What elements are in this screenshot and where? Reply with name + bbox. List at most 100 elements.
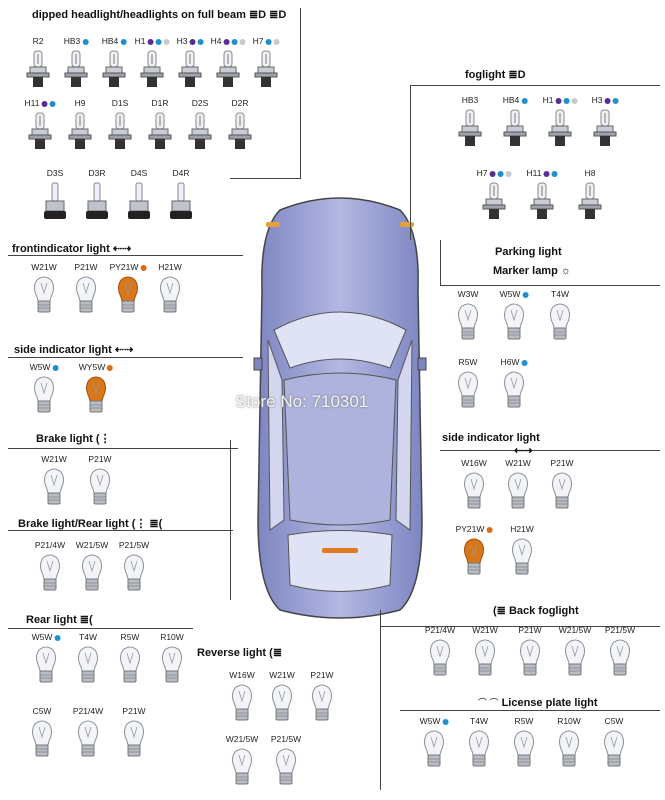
bulb-icon — [549, 471, 575, 511]
bulb-label: T4W — [470, 716, 488, 726]
bulb-icon — [31, 275, 57, 315]
color-dot-icon — [49, 100, 56, 107]
marker-icon: ☼ — [560, 265, 571, 277]
back-fog-icon: (≣ — [493, 605, 506, 617]
bulb-icon — [225, 111, 255, 151]
bulb-label: W21W — [269, 670, 295, 680]
divider — [380, 626, 660, 627]
bulb-label: R5W — [120, 632, 140, 642]
bulb-icon — [511, 729, 537, 769]
color-dot-icon — [521, 359, 528, 366]
bulb-label: P21W — [550, 458, 574, 468]
color-dot-icon — [612, 97, 619, 104]
bulb-label: T4W — [79, 632, 97, 642]
color-dot-icon — [555, 97, 562, 104]
color-dot-icon — [265, 38, 272, 45]
bulb-label: H9 — [74, 98, 86, 108]
bulb-label: D2S — [191, 98, 209, 108]
bulb-icon — [25, 111, 55, 151]
bulb-label: W21W — [472, 625, 498, 635]
color-dot-icon — [52, 364, 59, 371]
bulb-label: PY21W — [456, 524, 493, 534]
bulb-label: H1 — [543, 95, 578, 105]
bulb-icon — [83, 375, 109, 415]
bulb-icon — [115, 275, 141, 315]
bulb-icon — [157, 275, 183, 315]
bulb-label: W5W — [30, 362, 59, 372]
bulb-label: H1 — [135, 36, 170, 46]
bulb-icon — [137, 49, 167, 89]
color-dot-icon — [223, 38, 230, 45]
bulb-label: H11 — [25, 98, 56, 108]
bulb-label: C5W — [32, 706, 52, 716]
color-dot-icon — [140, 264, 147, 271]
bulb-icon — [41, 467, 67, 507]
divider — [8, 448, 238, 449]
bulb-label: P21W — [88, 454, 112, 464]
color-dot-icon — [54, 634, 61, 641]
bulb-icon — [500, 108, 530, 148]
bulb-icon — [556, 729, 582, 769]
color-dot-icon — [551, 170, 558, 177]
bulb-icon — [31, 375, 57, 415]
bulb-label: P21W — [518, 625, 542, 635]
color-dot-icon — [497, 170, 504, 177]
bulb-label: P21W — [74, 262, 98, 272]
divider — [230, 178, 301, 179]
bulb-label: W21W — [505, 458, 531, 468]
bulb-label: R10W — [557, 716, 581, 726]
divider — [8, 628, 193, 629]
license-icon: ⌒ ⌒ — [478, 698, 499, 708]
bulb-icon — [75, 719, 101, 759]
bulb-label: P21/5W — [604, 625, 636, 635]
reverse-icon: (≣ — [269, 647, 283, 659]
bulb-icon — [29, 719, 55, 759]
section-title-marker: Marker lamp ☼ — [493, 265, 571, 277]
bulb-icon — [607, 638, 633, 678]
bulb-icon — [65, 111, 95, 151]
color-dot-icon — [197, 38, 204, 45]
bulb-icon — [23, 49, 53, 89]
bulb-icon — [166, 181, 196, 221]
color-dot-icon — [571, 97, 578, 104]
bulb-label: P21W — [310, 670, 334, 680]
bulb-icon — [269, 683, 295, 723]
bulb-label: D3R — [88, 168, 106, 178]
divider — [8, 255, 243, 256]
bulb-icon — [472, 638, 498, 678]
bulb-label: HB3 — [461, 95, 479, 105]
divider — [440, 285, 660, 286]
bulb-label: H21W — [510, 524, 534, 534]
section-title-parking: Parking light — [495, 246, 562, 258]
watermark: Store No: 710301 — [235, 392, 369, 411]
bulb-icon — [79, 553, 105, 593]
bulb-icon — [421, 729, 447, 769]
bulb-label: H7 — [477, 168, 512, 178]
bulb-icon — [87, 467, 113, 507]
bulb-label: W21W — [41, 454, 67, 464]
divider — [410, 85, 660, 86]
bulb-label: WY5W — [79, 362, 114, 372]
bulb-label: W5W — [420, 716, 449, 726]
bulb-label: D1S — [111, 98, 129, 108]
bulb-icon — [501, 302, 527, 342]
bulb-icon — [117, 645, 143, 685]
bulb-label: D1R — [151, 98, 169, 108]
indicator-icon: ⇠⇢ — [114, 344, 134, 356]
bulb-label: H11 — [527, 168, 558, 178]
bulb-label: R5W — [514, 716, 534, 726]
bulb-label: H21W — [158, 262, 182, 272]
color-dot-icon — [231, 38, 238, 45]
color-dot-icon — [189, 38, 196, 45]
color-dot-icon — [521, 97, 528, 104]
bulb-icon — [229, 747, 255, 787]
bulb-label: T4W — [551, 289, 569, 299]
bulb-icon — [73, 275, 99, 315]
bulb-label: H3 — [592, 95, 619, 105]
bulb-label: H6W — [501, 357, 528, 367]
divider — [380, 610, 381, 790]
bulb-icon — [547, 302, 573, 342]
bulb-icon — [175, 49, 205, 89]
bulb-icon — [517, 638, 543, 678]
color-dot-icon — [563, 97, 570, 104]
